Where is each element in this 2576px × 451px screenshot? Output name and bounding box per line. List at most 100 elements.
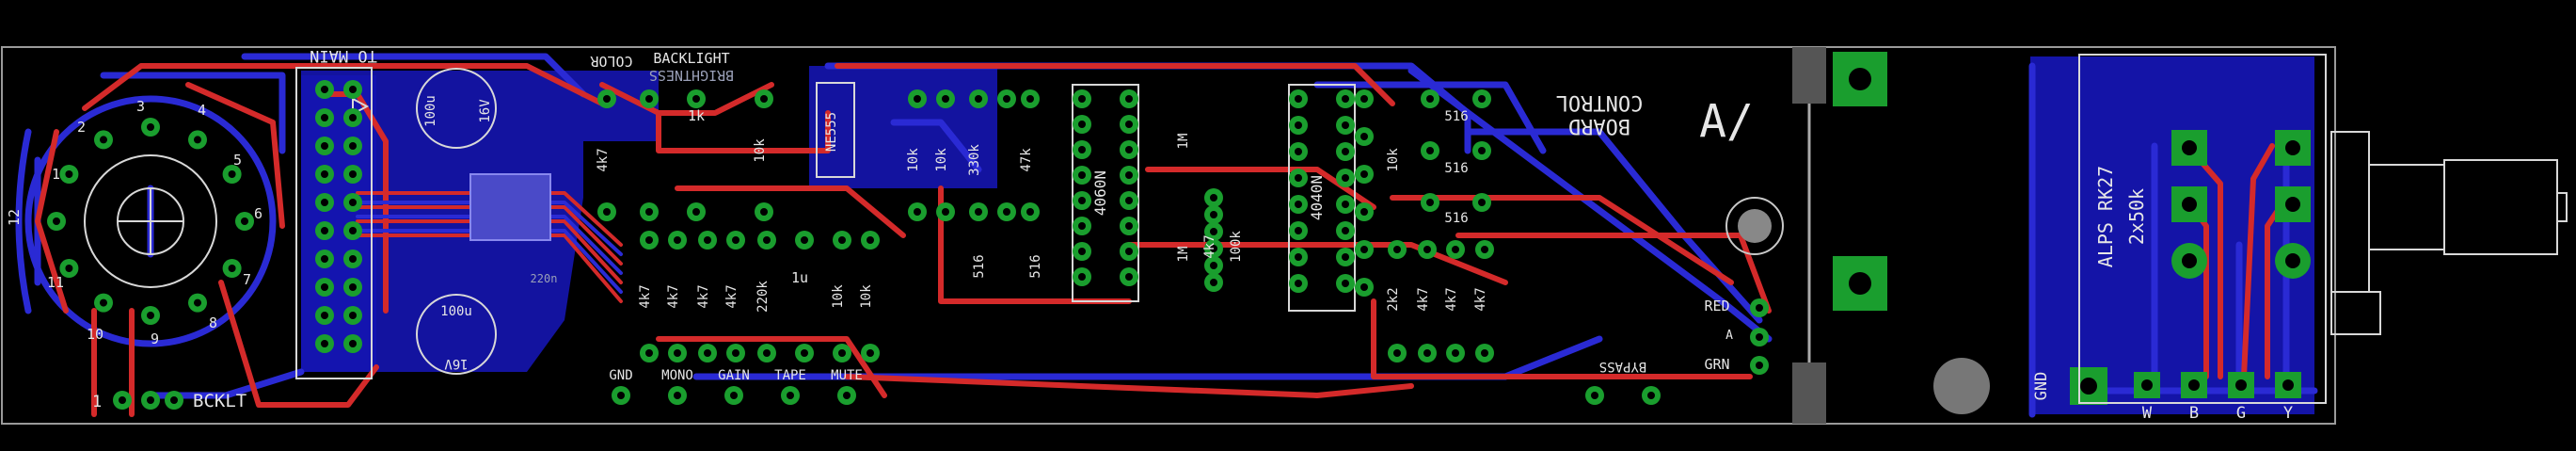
drill-hole: [1210, 211, 1217, 218]
drill-hole: [194, 298, 201, 307]
drill-hole: [1210, 228, 1217, 235]
rotary-pin-5: 5: [233, 152, 242, 169]
drill-hole: [1125, 273, 1133, 281]
drill-hole: [100, 136, 107, 144]
rotary-pin-10: 10: [87, 326, 103, 343]
drill-hole: [692, 208, 700, 216]
ic-ne555-outline: [816, 82, 855, 178]
drill-hole: [1478, 95, 1486, 103]
r1-3-value: 10k: [753, 138, 768, 163]
drill-hole: [617, 392, 625, 399]
drill-hole: [645, 349, 653, 357]
drill-hole: [349, 170, 357, 178]
drill-hole: [1078, 222, 1086, 230]
pot-body-outline: [2078, 54, 2327, 404]
drill-hole: [1125, 197, 1133, 204]
rotary-pin-2: 2: [77, 119, 86, 136]
drill-hole: [674, 236, 681, 244]
r2-6-value: 10k: [831, 284, 846, 309]
r3-3-value: 4k7: [1444, 287, 1459, 311]
rotary-pin-12: 12: [6, 209, 23, 226]
drill-hole: [732, 349, 739, 357]
drill-hole: [1756, 333, 1763, 341]
drill-hole: [704, 236, 711, 244]
drill-hole: [1295, 148, 1302, 155]
drill-hole: [1756, 304, 1763, 312]
drill-hole: [100, 298, 107, 307]
drill-hole: [603, 208, 611, 216]
panel-pad-top-hole: [1849, 68, 1871, 90]
ribbon-traces: [356, 191, 623, 303]
r1-8-value: 1M: [1176, 134, 1191, 150]
drill-hole: [1003, 208, 1010, 216]
pot-pads: [2070, 130, 2311, 405]
drill-hole: [838, 236, 846, 244]
drill-hole: [1078, 273, 1086, 281]
drill-hole: [732, 236, 739, 244]
pot-pin-y: Y: [2283, 404, 2293, 423]
color-label: COLOR: [589, 53, 632, 70]
drill-hole: [1360, 246, 1368, 253]
r2-2-value: 4k7: [666, 284, 681, 308]
drill-hole: [321, 283, 328, 291]
drill-hole: [1423, 246, 1431, 253]
drill-hole: [321, 199, 328, 206]
ic-4040n-label: 4040N: [1308, 175, 1326, 220]
drill-hole: [1295, 95, 1302, 103]
drill-hole: [1078, 171, 1086, 179]
board-title-line2: BOARD: [1568, 114, 1630, 137]
drill-hole: [801, 349, 808, 357]
drill-hole: [1342, 280, 1349, 287]
drill-hole: [321, 142, 328, 150]
r1-5-value: 10k: [934, 148, 949, 172]
r2-3-value: 4k7: [696, 284, 711, 308]
drill-hole: [1210, 194, 1217, 201]
drill-hole: [1426, 147, 1434, 154]
resistor-row-3: 2k2 4k7 4k7 4k7: [1386, 287, 1488, 311]
pot-value: 2x50k: [2125, 188, 2148, 245]
drill-hole: [1003, 95, 1010, 103]
r2-1-value: 4k7: [638, 284, 653, 308]
rotary-pin-6: 6: [254, 205, 262, 222]
drill-hole: [53, 217, 60, 225]
rotary-pin-3: 3: [136, 98, 145, 115]
drill-hole: [349, 114, 357, 121]
cap-c2-value: 100u: [440, 304, 472, 319]
rotary-pin-labels: 1 2 3 4 5 6 7 8 9 10 11 12: [6, 98, 262, 347]
drill-hole: [1125, 222, 1133, 230]
drill-hole: [321, 170, 328, 178]
drill-hole: [1295, 280, 1302, 287]
drill-hole: [349, 340, 357, 347]
r1-4-value: 10k: [906, 148, 921, 172]
drill-hole: [1078, 121, 1086, 128]
regulator-outline: [469, 173, 551, 241]
drill-hole: [1125, 171, 1133, 179]
r1-7-value: 47k: [1019, 148, 1034, 172]
drill-hole: [321, 255, 328, 263]
ic-4040n-outline: [1288, 84, 1356, 312]
drill-hole: [1360, 283, 1368, 291]
drill-hole: [349, 255, 357, 263]
drill-hole: [1295, 227, 1302, 234]
drill-hole: [1756, 362, 1763, 369]
logo-mark: A/: [1699, 95, 1754, 148]
drill-hole: [760, 95, 768, 103]
r3-2-value: 4k7: [1416, 287, 1431, 311]
diode-c-value: 516: [1444, 211, 1468, 226]
drill-hole: [1478, 199, 1486, 206]
drill-hole: [321, 114, 328, 121]
top-copper-traces: [35, 63, 2280, 417]
pot-pin-w: W: [2142, 404, 2153, 423]
drill-hole: [1342, 174, 1349, 182]
drill-hole: [692, 95, 700, 103]
backlight-label: BACKLIGHT: [653, 50, 729, 67]
switch-label-mute: MUTE: [831, 368, 863, 383]
drill-hole: [1393, 349, 1401, 357]
rotary-pin-8: 8: [209, 314, 217, 331]
mounting-hole-1-inner: [1738, 209, 1772, 243]
drill-hole: [1647, 392, 1655, 399]
rotary-pin-11: 11: [47, 274, 64, 291]
ic-4060n-outline: [1072, 84, 1139, 302]
drill-hole: [645, 208, 653, 216]
